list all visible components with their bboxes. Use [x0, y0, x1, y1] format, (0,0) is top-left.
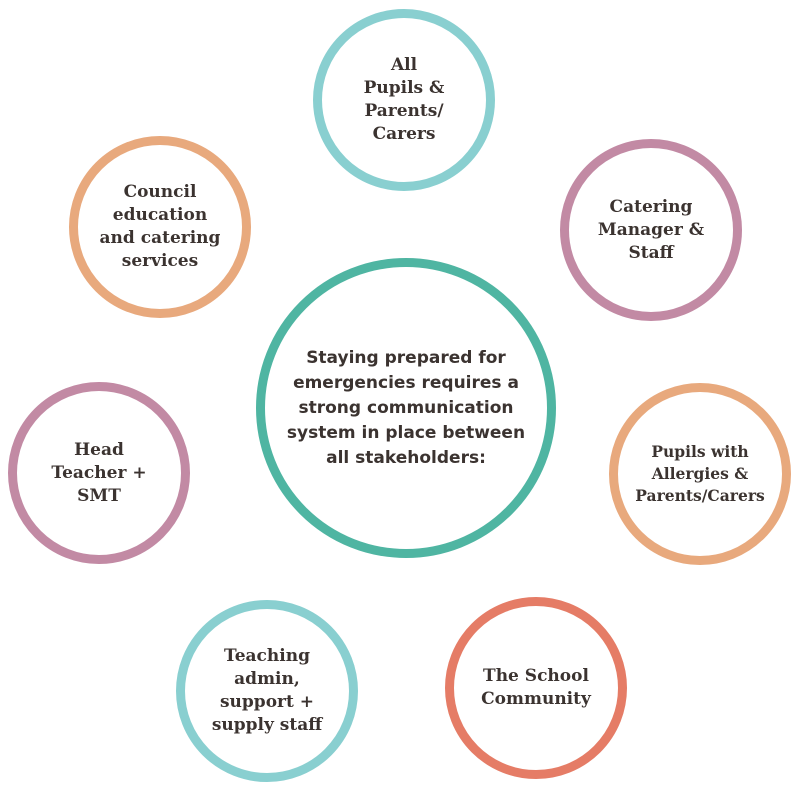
- center-circle: Staying prepared for emergencies require…: [256, 258, 556, 558]
- stakeholder-label: Head Teacher + SMT: [51, 439, 147, 506]
- stakeholder-label: Teaching admin, support + supply staff: [211, 646, 323, 735]
- stakeholder-label: Pupils with Allergies & Parents/Carers: [635, 442, 765, 505]
- stakeholder-circle-allergies: Pupils with Allergies & Parents/Carers: [609, 383, 791, 565]
- stakeholder-circle-all-pupils: All Pupils & Parents/ Carers: [313, 9, 495, 191]
- stakeholder-circle-catering: Catering Manager & Staff: [560, 139, 742, 321]
- stakeholder-circle-teaching: Teaching admin, support + supply staff: [176, 600, 358, 782]
- stakeholder-circle-council: Council education and catering services: [69, 136, 251, 318]
- stakeholder-circle-head: Head Teacher + SMT: [8, 382, 190, 564]
- stakeholder-label: Council education and catering services: [99, 182, 221, 271]
- stakeholder-label: All Pupils & Parents/ Carers: [363, 55, 445, 144]
- stakeholder-circle-community: The School Community: [445, 597, 627, 779]
- center-text: Staying prepared for emergencies require…: [286, 347, 526, 468]
- stakeholder-label: Catering Manager & Staff: [597, 196, 705, 263]
- stakeholder-label: The School Community: [481, 666, 591, 709]
